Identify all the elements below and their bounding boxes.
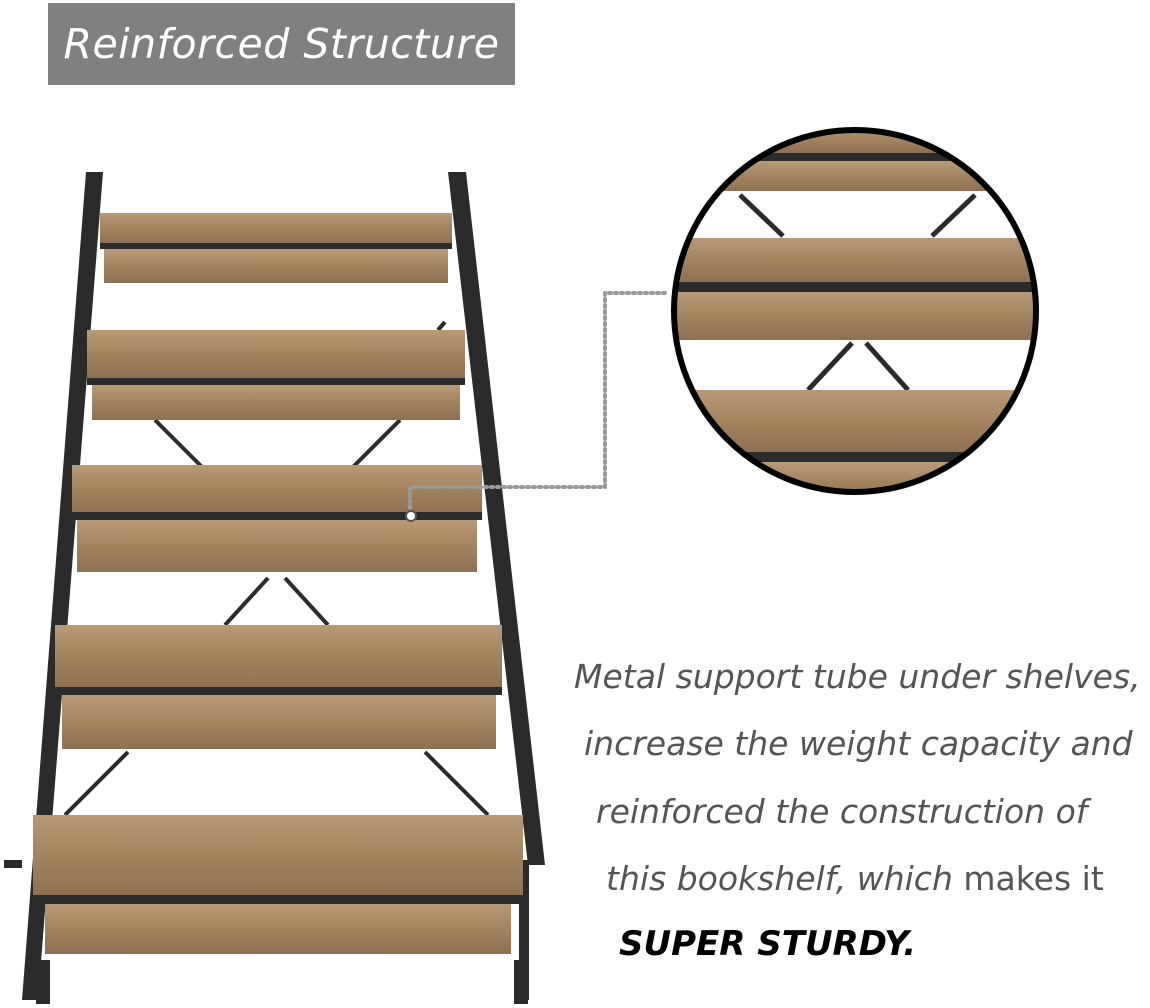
shelf-4 (55, 625, 502, 749)
title-text: Reinforced Structure (63, 20, 500, 68)
zoom-detail (671, 127, 1039, 495)
frame-rails (4, 172, 545, 1004)
shelf-2 (87, 330, 465, 420)
description-line-3: reinforced the construction of (596, 792, 1088, 831)
description-line-4-italic: this bookshelf, which (606, 859, 953, 898)
description-line-2: increase the weight capacity and (584, 724, 1133, 763)
callout-anchor-dot (405, 510, 417, 522)
description-line-4-normal: makes it (952, 859, 1104, 898)
cross-braces (63, 320, 490, 817)
callout-connector (408, 291, 667, 514)
description-line-1: Metal support tube under shelves, (574, 657, 1141, 696)
shelf-1 (100, 213, 452, 283)
title-banner: Reinforced Structure (48, 3, 515, 85)
shelf-5 (33, 815, 523, 954)
shelf-3 (72, 465, 482, 572)
emphasis-text: SUPER STURDY. (619, 924, 917, 964)
description-line-4: this bookshelf, which makes it (606, 859, 1104, 898)
